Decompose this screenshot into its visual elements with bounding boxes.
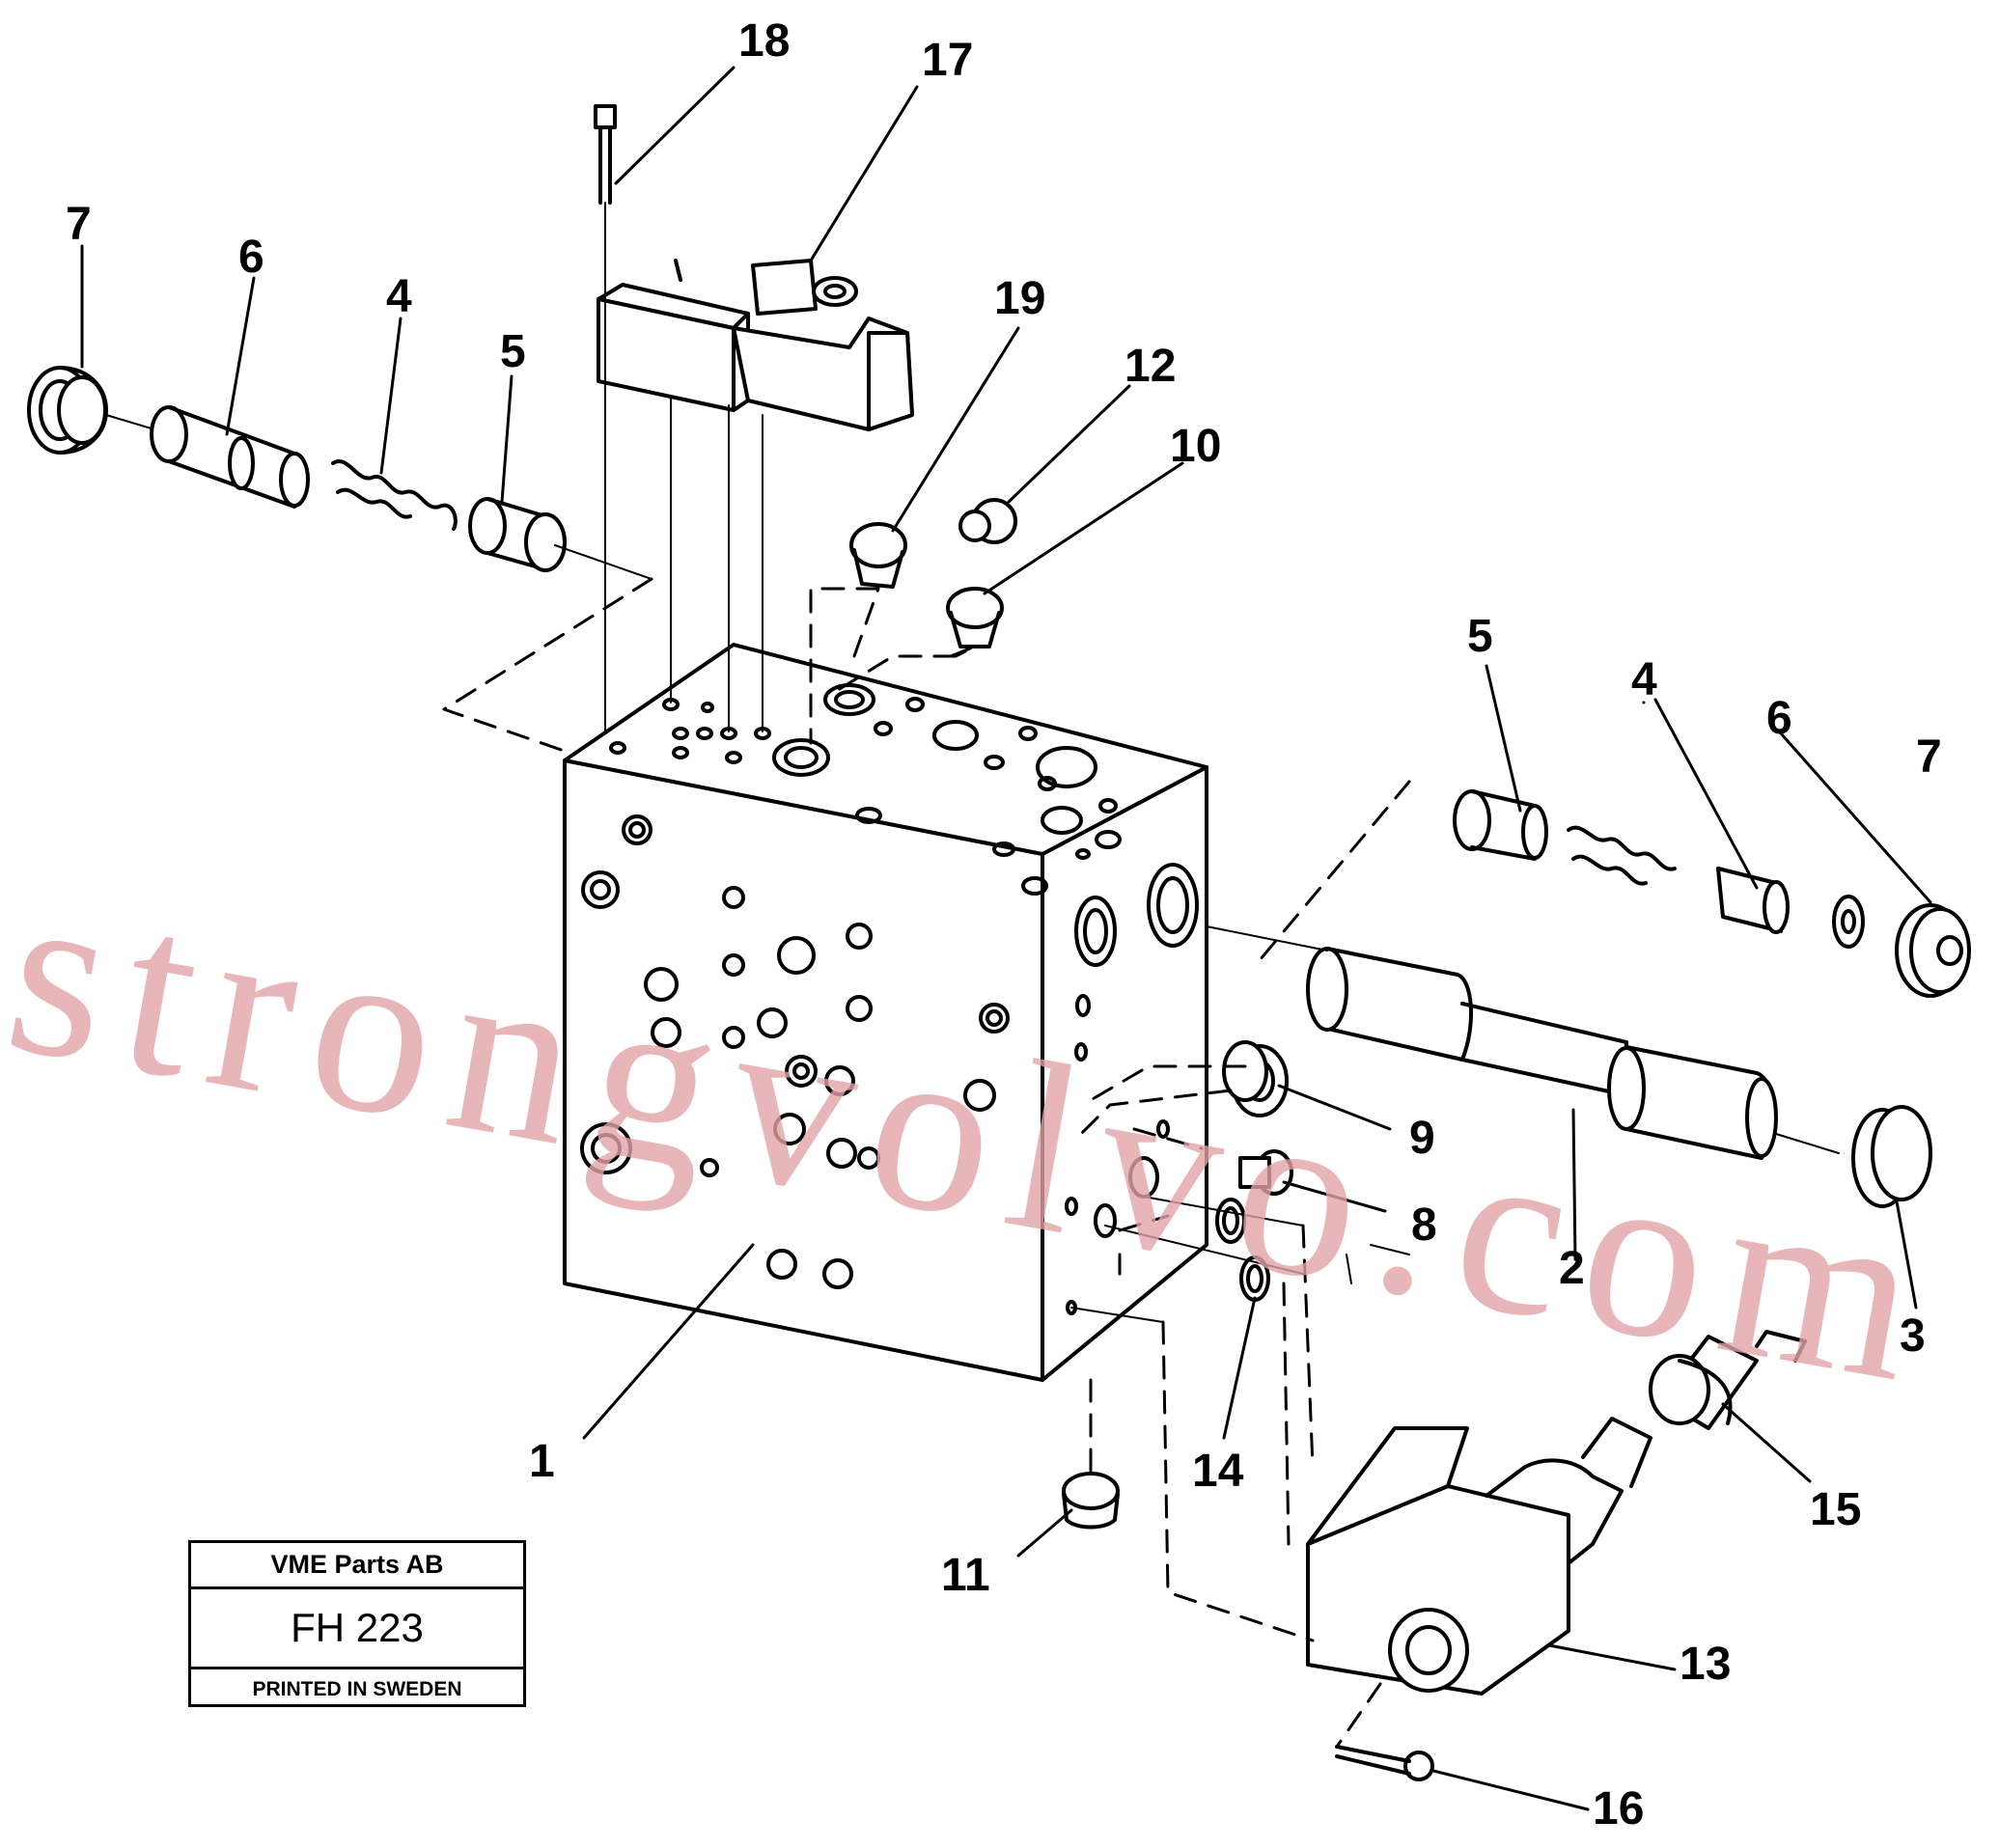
callout-5-right: 5	[1467, 611, 1493, 662]
leader-lines	[80, 66, 1932, 1811]
mounting-bolt	[594, 104, 617, 734]
right-spool-assembly	[1206, 789, 1971, 1208]
callout-18: 18	[738, 15, 790, 67]
callout-7-right: 7	[1916, 731, 1942, 783]
callout-11: 11	[941, 1550, 990, 1601]
alignment-lines	[670, 395, 764, 732]
callout-5-left: 5	[500, 326, 526, 377]
callout-9: 9	[1409, 1113, 1435, 1164]
callout-8: 8	[1411, 1200, 1437, 1251]
solenoid-valve	[597, 259, 914, 431]
callout-1: 1	[529, 1436, 555, 1487]
callout-12: 12	[1124, 341, 1176, 392]
callout-13: 13	[1680, 1639, 1731, 1690]
company-name: VME Parts AB	[191, 1543, 523, 1589]
drawing-code: FH 223	[191, 1589, 523, 1669]
callout-17: 17	[922, 35, 973, 86]
callout-14: 14	[1192, 1446, 1244, 1497]
callout-4-right: 4	[1631, 654, 1657, 705]
callout-4-left: 4	[386, 271, 412, 322]
pressure-switch	[1306, 1330, 1807, 1781]
title-block: VME Parts AB FH 223 PRINTED IN SWEDEN	[188, 1540, 526, 1707]
callout-10: 10	[1170, 421, 1221, 472]
callout-15: 15	[1810, 1484, 1861, 1535]
callout-6-right: 6	[1766, 693, 1792, 744]
callout-3: 3	[1900, 1310, 1926, 1362]
solid-guides	[1070, 1196, 1410, 1323]
callout-16: 16	[1593, 1783, 1644, 1834]
plugs-and-seals	[849, 498, 1293, 1530]
printed-note: PRINTED IN SWEDEN	[252, 1678, 462, 1700]
valve-block	[563, 643, 1208, 1382]
callout-2: 2	[1559, 1243, 1585, 1294]
dashed-guides	[442, 577, 1411, 1749]
callout-6-left: 6	[238, 232, 264, 283]
callout-labels: 18 17 7 6 4 5 19 12 10 5 4 6 7 9 8 2 3 1…	[66, 15, 1942, 1834]
callout-7-left: 7	[66, 199, 92, 250]
callout-19: 19	[994, 273, 1045, 324]
left-spool-assembly	[27, 366, 652, 580]
